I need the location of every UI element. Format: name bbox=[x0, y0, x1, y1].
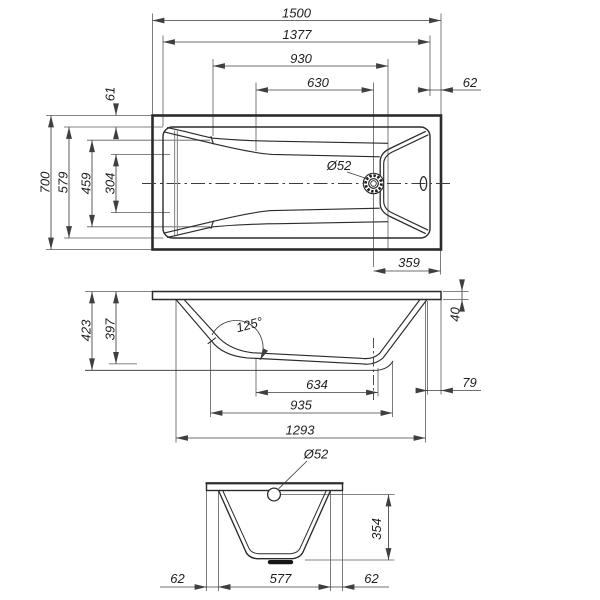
drain-hole-icon bbox=[266, 487, 282, 502]
dim-angle-label: 125° bbox=[234, 314, 264, 335]
drain-icon bbox=[362, 172, 385, 195]
dim-304-label: 304 bbox=[103, 173, 118, 195]
top-view-dimensions bbox=[48, 17, 481, 274]
dim-930-label: 930 bbox=[290, 51, 312, 66]
side-view: 423 397 125° 40 79 634 935 1293 bbox=[79, 279, 481, 443]
dim-1293-label: 1293 bbox=[286, 423, 316, 438]
top-view-outline bbox=[151, 114, 443, 251]
dim-62-top-right-label: 62 bbox=[463, 75, 478, 90]
dim-drain-diameter-end-label: Ø52 bbox=[303, 447, 329, 462]
dim-577-label: 577 bbox=[270, 571, 292, 586]
side-view-dimensions bbox=[89, 279, 481, 441]
top-view-extension-lines bbox=[46, 13, 442, 275]
dim-423-label: 423 bbox=[79, 319, 94, 341]
dim-79-label: 79 bbox=[462, 375, 476, 390]
angle-arc bbox=[211, 320, 269, 361]
dim-rim-length-label: 1377 bbox=[283, 27, 313, 42]
end-view-dimensions bbox=[160, 460, 392, 590]
dim-354-label: 354 bbox=[369, 518, 384, 540]
dim-397-label: 397 bbox=[103, 318, 118, 340]
top-view: 1500 1377 930 630 62 61 700 579 459 304 … bbox=[38, 6, 481, 275]
dim-700-label: 700 bbox=[38, 171, 53, 193]
dim-935-label: 935 bbox=[290, 398, 312, 413]
dim-630-label: 630 bbox=[307, 75, 329, 90]
end-view: Ø52 354 62 577 62 bbox=[160, 447, 395, 591]
dim-62-bottom-left-label: 62 bbox=[170, 571, 185, 586]
side-view-extension-lines bbox=[85, 291, 469, 443]
dim-drain-diameter-top-label: Ø52 bbox=[326, 158, 352, 173]
dim-61-label: 61 bbox=[103, 87, 118, 101]
dim-62-bottom-right-label: 62 bbox=[364, 571, 379, 586]
waste-outlet-icon bbox=[267, 560, 294, 565]
overflow-icon bbox=[419, 175, 428, 192]
side-view-outline bbox=[85, 290, 442, 371]
end-view-outline bbox=[205, 482, 344, 560]
dim-579-label: 579 bbox=[56, 172, 71, 194]
dim-40-label: 40 bbox=[448, 307, 463, 322]
dim-634-label: 634 bbox=[306, 377, 328, 392]
dim-overall-length-label: 1500 bbox=[282, 6, 312, 21]
dim-459-label: 459 bbox=[79, 173, 94, 195]
dim-359-label: 359 bbox=[398, 255, 420, 270]
end-view-extension-lines bbox=[206, 491, 395, 591]
top-view-basin-contours bbox=[163, 127, 429, 238]
